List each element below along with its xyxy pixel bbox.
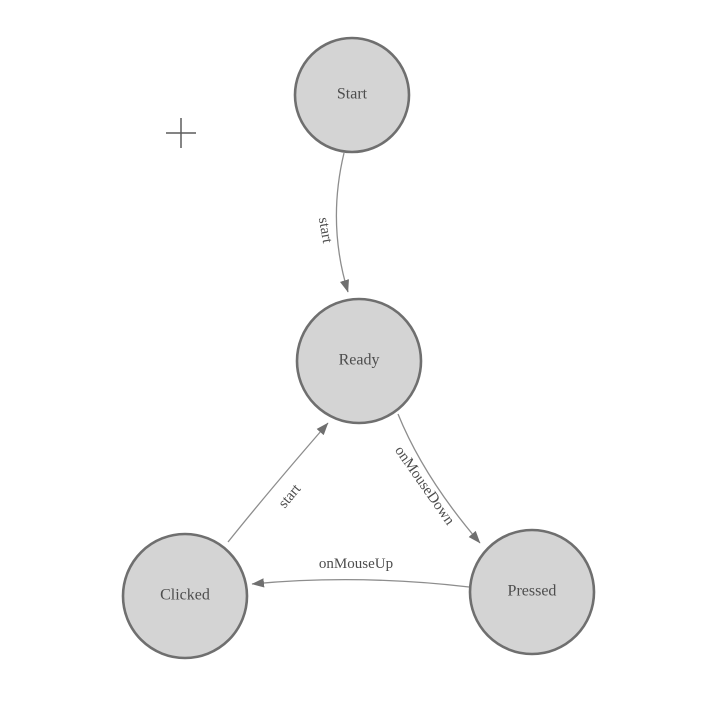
node-ready-label: Ready [339, 352, 380, 369]
edge-label-clicked-to-ready: start [276, 481, 305, 512]
edge-ready-to-pressed[interactable] [397, 413, 481, 544]
plus-cursor-icon [166, 118, 196, 148]
node-clicked[interactable]: Clicked [121, 532, 249, 660]
edge-label-pressed-to-clicked: onMouseUp [319, 556, 393, 572]
edge-pressed-to-clicked[interactable] [251, 578, 470, 588]
edge-label-start-to-ready: start [315, 216, 335, 245]
edge-start-to-ready[interactable] [335, 152, 349, 293]
node-ready[interactable]: Ready [295, 297, 423, 425]
edge-label-ready-to-pressed: onMouseDown [391, 443, 457, 528]
node-start-circle[interactable] [293, 36, 411, 154]
node-start-label: Start [337, 86, 368, 103]
node-pressed[interactable]: Pressed [468, 528, 596, 656]
node-clicked-label: Clicked [160, 587, 210, 604]
node-start[interactable]: Start [293, 36, 411, 154]
node-ready-circle[interactable] [295, 297, 423, 425]
node-pressed-label: Pressed [508, 583, 557, 600]
node-clicked-circle[interactable] [121, 532, 249, 660]
node-pressed-circle[interactable] [468, 528, 596, 656]
edge-clicked-to-ready[interactable] [227, 422, 329, 543]
